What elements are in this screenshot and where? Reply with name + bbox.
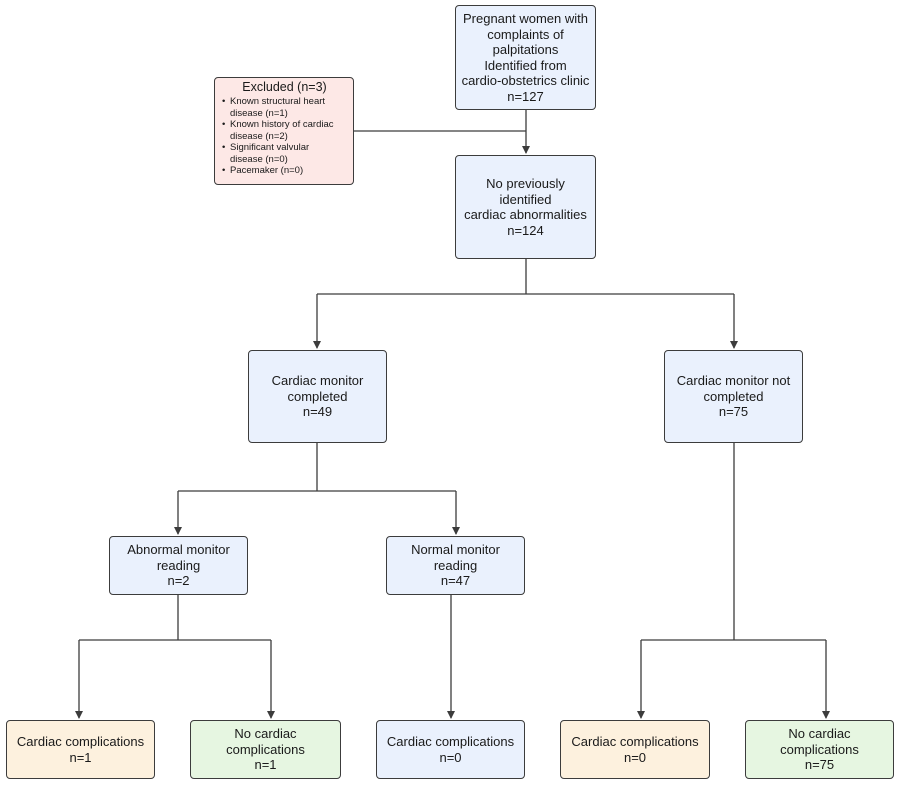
excluded-item-text: Known history of cardiac bbox=[230, 119, 334, 130]
leaf-label: No cardiac complications bbox=[780, 726, 859, 757]
excluded-item-text: disease (n=2) bbox=[230, 130, 288, 142]
leaf-label: Cardiac complications bbox=[16, 734, 145, 749]
node-leaf-no-cardiac-complications-75: No cardiac complications n=75 bbox=[745, 720, 894, 779]
node-monitor-not-completed: Cardiac monitor not completed n=75 bbox=[664, 350, 803, 443]
node-abnormal-reading-line: reading bbox=[156, 557, 201, 573]
node-no-abnormalities-line: cardiac abnormalities bbox=[464, 207, 587, 222]
node-normal-reading-count: n=47 bbox=[440, 573, 471, 589]
node-pregnant-women-line: complaints of bbox=[487, 26, 564, 42]
node-abnormal-reading: Abnormal monitor reading n=2 bbox=[109, 536, 248, 595]
node-monitor-not-completed-line: Cardiac monitor not bbox=[676, 373, 791, 389]
node-leaf-cardiac-complications-not-completed: Cardiac complications n=0 bbox=[560, 720, 710, 779]
node-monitor-not-completed-line: completed bbox=[703, 388, 764, 404]
node-normal-reading: Normal monitor reading n=47 bbox=[386, 536, 525, 595]
node-abnormal-reading-line: Abnormal monitor bbox=[127, 542, 230, 558]
node-leaf-cardiac-complications-1: Cardiac complications n=1 bbox=[6, 720, 155, 779]
excluded-item-text: Known structural heart bbox=[230, 96, 326, 107]
leaf-count: n=1 bbox=[69, 749, 92, 765]
node-pregnant-women-line: Identified from bbox=[484, 57, 567, 73]
leaf-count: n=75 bbox=[804, 757, 835, 773]
leaf-count: n=0 bbox=[623, 749, 647, 765]
node-normal-reading-line: Normal monitor bbox=[411, 542, 500, 558]
excluded-item-text: Significant valvular bbox=[230, 142, 310, 153]
node-pregnant-women-line: palpitations bbox=[492, 42, 559, 57]
leaf-label: Cardiac complications bbox=[571, 734, 699, 749]
excluded-item-text: disease (n=1) bbox=[230, 107, 288, 119]
node-pregnant-women: Pregnant women with complaints of palpit… bbox=[455, 5, 596, 110]
node-abnormal-reading-count: n=2 bbox=[167, 573, 190, 589]
node-pregnant-women-count: n=127 bbox=[507, 88, 544, 104]
excluded-item-text: Pacemaker (n=0) bbox=[230, 165, 304, 176]
excluded-title: Excluded (n=3) bbox=[242, 80, 327, 94]
leaf-count: n=1 bbox=[254, 757, 277, 773]
leaf-label: Cardiac complications bbox=[386, 734, 515, 749]
node-monitor-completed-count: n=49 bbox=[302, 404, 333, 420]
node-pregnant-women-line: Pregnant women with bbox=[462, 11, 588, 26]
excluded-item-text: disease (n=0) bbox=[230, 153, 288, 165]
excluded-item: Significant valvular disease (n=0) bbox=[222, 142, 348, 165]
node-no-abnormalities-count: n=124 bbox=[507, 222, 544, 238]
node-normal-reading-line: reading bbox=[433, 557, 478, 573]
node-monitor-completed-line: Cardiac monitor bbox=[271, 373, 364, 389]
node-monitor-completed-line: completed bbox=[287, 388, 348, 404]
node-leaf-cardiac-complications-normal: Cardiac complications n=0 bbox=[376, 720, 525, 779]
excluded-item: Pacemaker (n=0) bbox=[222, 165, 348, 177]
node-leaf-no-cardiac-complications-1: No cardiac complications n=1 bbox=[190, 720, 341, 779]
node-monitor-not-completed-count: n=75 bbox=[718, 404, 749, 420]
leaf-count: n=0 bbox=[439, 749, 462, 765]
node-no-abnormalities: No previously identified cardiac abnorma… bbox=[455, 155, 596, 259]
node-monitor-completed: Cardiac monitor completed n=49 bbox=[248, 350, 387, 443]
excluded-item: Known history of cardiac disease (n=2) bbox=[222, 119, 348, 142]
leaf-label: No cardiac complications bbox=[226, 726, 305, 757]
node-pregnant-women-line: cardio-obstetrics clinic bbox=[461, 73, 590, 88]
node-no-abnormalities-line: No previously identified bbox=[486, 176, 565, 207]
node-excluded: Excluded (n=3) Known structural heart di… bbox=[214, 77, 354, 185]
excluded-list: Known structural heart disease (n=1) Kno… bbox=[221, 96, 348, 177]
excluded-item: Known structural heart disease (n=1) bbox=[222, 96, 348, 119]
